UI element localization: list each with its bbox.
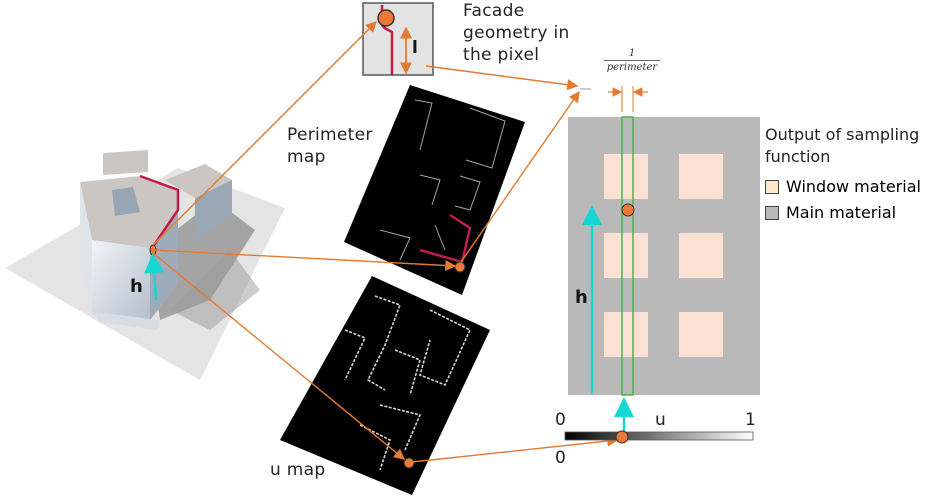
rear-block bbox=[103, 150, 148, 175]
main-wall-front bbox=[92, 240, 150, 320]
facade-geometry-title: Facade geometry in the pixel bbox=[463, 1, 570, 65]
perimeter-map bbox=[344, 85, 525, 295]
u-gradient-bar bbox=[564, 431, 754, 441]
low-annex bbox=[95, 312, 158, 330]
building-height-label: h bbox=[130, 276, 143, 297]
facade-sample-point bbox=[377, 9, 395, 27]
facade-pixel-box bbox=[362, 2, 434, 76]
arrow-perimeter-to-sample bbox=[460, 90, 580, 263]
shadow-soft bbox=[170, 250, 260, 330]
arrow-length-to-fraction bbox=[425, 65, 579, 91]
right-wing-top bbox=[165, 164, 232, 198]
perimeter-map-image bbox=[344, 85, 525, 295]
sample-column bbox=[621, 116, 634, 396]
u-axis-start: 0 bbox=[555, 410, 566, 430]
window-6 bbox=[679, 312, 723, 357]
building-height-arrow bbox=[144, 253, 165, 301]
facade-texture bbox=[568, 117, 760, 395]
main-swatch bbox=[765, 205, 779, 220]
fraction-denominator: perimeter bbox=[606, 62, 658, 73]
arrow-to-perimeter bbox=[152, 249, 457, 272]
window-2 bbox=[679, 154, 723, 199]
roof-courtyard bbox=[112, 187, 140, 216]
building-scene bbox=[5, 150, 285, 380]
facade-pixel bbox=[362, 2, 434, 76]
sampling-panel bbox=[564, 86, 760, 444]
u-axis-marker bbox=[615, 430, 629, 444]
u-map bbox=[280, 276, 490, 495]
window-4 bbox=[679, 233, 723, 278]
sample-point bbox=[621, 203, 635, 217]
window-5 bbox=[604, 312, 648, 357]
legend-label-main: Main material bbox=[786, 203, 897, 222]
arrow-umap-to-axis bbox=[411, 435, 619, 463]
arrow-to-facade bbox=[152, 21, 377, 246]
u-map-image bbox=[280, 276, 490, 495]
perimeter-highlight bbox=[419, 213, 472, 264]
arrow-to-umap bbox=[152, 252, 406, 460]
legend-title: Output of sampling function bbox=[765, 125, 920, 166]
perimeter-map-title: Perimeter map bbox=[287, 125, 373, 167]
legend-item-main: Main material bbox=[765, 203, 896, 222]
window-3 bbox=[604, 233, 648, 278]
u-map-sample-point bbox=[403, 457, 415, 469]
fraction-numerator: 1 bbox=[604, 48, 660, 61]
window-swatch bbox=[765, 179, 779, 194]
connector-arrows bbox=[152, 21, 619, 463]
u-axis-name: u bbox=[655, 410, 666, 430]
u-axis-end: 1 bbox=[745, 410, 756, 430]
panel-height-label: h bbox=[575, 287, 588, 308]
main-wall-left bbox=[80, 182, 92, 315]
length-label: l bbox=[412, 38, 418, 58]
u-map-title: u map bbox=[270, 460, 326, 480]
perimeter-sample-point bbox=[454, 261, 466, 273]
one-over-perimeter: 1 perimeter bbox=[604, 48, 660, 74]
window-1 bbox=[604, 154, 648, 199]
legend-item-window: Window material bbox=[765, 177, 921, 196]
legend-label-window: Window material bbox=[786, 177, 921, 196]
roof-perimeter-edge bbox=[139, 174, 180, 249]
u-marker-value: 0 bbox=[555, 448, 566, 468]
